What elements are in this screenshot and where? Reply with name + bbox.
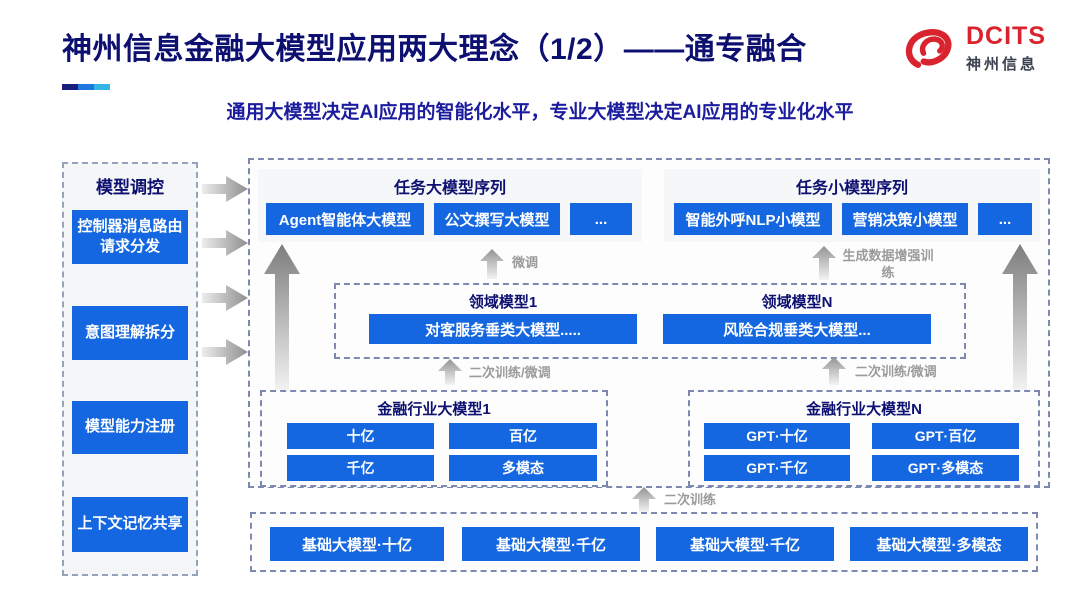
sidebar-item-context: 上下文记忆共享 [72, 497, 188, 552]
domain-model-section: 领域模型1 对客服务垂类大模型..... 领域模型N 风险合规垂类大模型... [334, 283, 966, 359]
page-title: 神州信息金融大模型应用两大理念（1/2）——通专融合 [62, 33, 807, 66]
model-box-nlp-callout: 智能外呼NLP小模型 [674, 203, 832, 235]
sidebar-item-router: 控制器消息路由请求分发 [72, 210, 188, 264]
flow-arrow-up-icon [438, 359, 462, 385]
industry-model1-section: 金融行业大模型1 十亿 百亿 千亿 多模态 [260, 390, 608, 487]
flow-arrow-right-icon [202, 230, 248, 256]
model-box-100b: 千亿 [287, 455, 434, 481]
flow-arrow-right-icon [202, 339, 248, 365]
model-box-10b: 百亿 [449, 423, 597, 449]
model-box-base-multimodal: 基础大模型·多模态 [850, 527, 1028, 561]
logo-brand-cn: 神州信息 [966, 56, 1039, 73]
sidebar-item-intent: 意图理解拆分 [72, 306, 188, 360]
logo-text: DCITS 神州信息 [966, 24, 1046, 74]
model-box-base-100b: 基础大模型·千亿 [462, 527, 640, 561]
model-box-docgen: 公文撰写大模型 [434, 203, 560, 235]
model-box-marketing: 营销决策小模型 [842, 203, 968, 235]
model-box-base-1b: 基础大模型·十亿 [270, 527, 444, 561]
model-box-gpt-100b: GPT·千亿 [704, 455, 850, 481]
page-subtitle: 通用大模型决定AI应用的智能化水平，专业大模型决定AI应用的专业化水平 [226, 102, 854, 123]
model-box-1b: 十亿 [287, 423, 434, 449]
sidebar-item-register: 模型能力注册 [72, 401, 188, 454]
flow-arrow-up-icon [812, 246, 836, 280]
dcits-swirl-icon [905, 29, 952, 68]
task-large-title: 任务大模型序列 [393, 180, 506, 197]
accent-bar-blue [78, 84, 94, 90]
flow-label-finetune: 微调 [512, 255, 539, 270]
industry-modelN-title: 金融行业大模型N [806, 401, 922, 418]
task-large-model-section: 任务大模型序列 Agent智能体大模型 公文撰写大模型 ... [258, 169, 642, 242]
model-box-more: ... [978, 203, 1032, 235]
flow-arrow-right-icon [202, 285, 248, 311]
task-small-model-section: 任务小模型序列 智能外呼NLP小模型 营销决策小模型 ... [664, 169, 1040, 242]
model-box-risk-compliance: 风险合规垂类大模型... [663, 314, 931, 344]
base-model-section: 基础大模型·十亿 基础大模型·千亿 基础大模型·千亿 基础大模型·多模态 [250, 512, 1038, 572]
title-accent-bar [62, 84, 110, 90]
model-box-agent: Agent智能体大模型 [266, 203, 424, 235]
flow-label-retrain-bottom: 二次训练 [664, 492, 717, 507]
model-box-customer-service: 对客服务垂类大模型..... [369, 314, 637, 344]
flow-arrow-right-icon [202, 176, 248, 202]
model-box-gpt-multimodal: GPT·多模态 [872, 455, 1019, 481]
domain-model1-title: 领域模型1 [468, 294, 538, 311]
flow-label-retrain-left: 二次训练/微调 [469, 365, 551, 380]
model-box-gpt-1b: GPT·十亿 [704, 423, 850, 449]
industry-model1-title: 金融行业大模型1 [377, 401, 491, 418]
task-small-title: 任务小模型序列 [795, 180, 908, 197]
flow-arrow-up-icon [822, 357, 846, 385]
logo-brand: DCITS [966, 22, 1046, 50]
flow-label-augment: 生成数据增强训练 [842, 248, 934, 280]
dcits-logo: DCITS 神州信息 [900, 24, 1046, 74]
flow-arrow-up-icon [632, 487, 656, 512]
flow-arrow-up-icon [480, 249, 504, 279]
model-control-title: 模型调控 [96, 178, 164, 197]
model-box-base-100b-2: 基础大模型·千亿 [656, 527, 834, 561]
model-box-more: ... [570, 203, 632, 235]
flow-arrow-tall-right-icon [1002, 244, 1038, 390]
model-control-panel: 模型调控 控制器消息路由请求分发 意图理解拆分 模型能力注册 上下文记忆共享 [62, 162, 198, 576]
accent-bar-cyan [94, 84, 110, 90]
accent-bar-navy [62, 84, 78, 90]
model-box-multimodal: 多模态 [449, 455, 597, 481]
flow-arrow-tall-left-icon [264, 244, 300, 390]
industry-modelN-section: 金融行业大模型N GPT·十亿 GPT·百亿 GPT·千亿 GPT·多模态 [688, 390, 1040, 487]
flow-label-retrain-right: 二次训练/微调 [855, 364, 937, 379]
domain-modelN-title: 领域模型N [761, 294, 833, 311]
model-box-gpt-10b: GPT·百亿 [872, 423, 1019, 449]
